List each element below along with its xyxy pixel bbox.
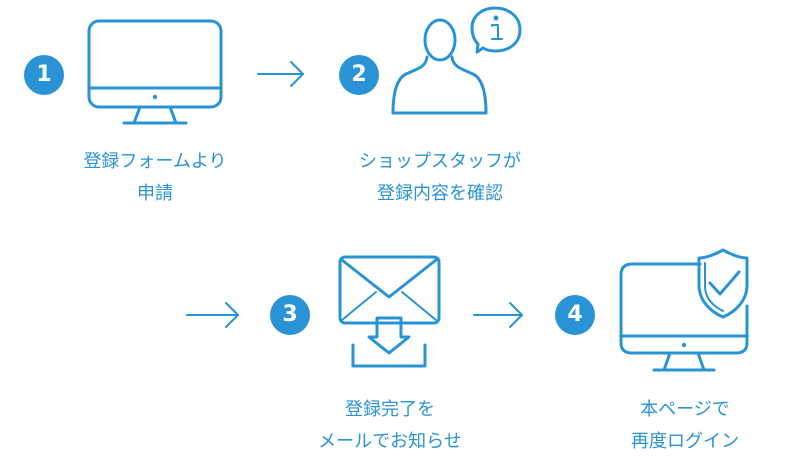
arrow-into-3: [186, 302, 239, 328]
step-1-badge: [24, 55, 64, 95]
step-2-caption-line1: ショップスタッフが: [359, 151, 521, 172]
verified-monitor-icon: [619, 248, 749, 372]
step-1-caption: 登録フォームより 申請: [45, 146, 265, 210]
step-1-caption-line2: 申請: [137, 183, 173, 204]
step-4-number: 4: [567, 302, 583, 327]
step-4-badge: [555, 295, 595, 335]
desktop-monitor-icon: [87, 19, 223, 125]
step-1-caption-line1: 登録フォームより: [83, 151, 227, 172]
step-2-caption: ショップスタッフが 登録内容を確認: [330, 146, 550, 210]
step-3-badge: [270, 295, 310, 335]
step-4-caption-line1: 本ページで: [640, 399, 730, 420]
arrow-1-to-2: [257, 61, 304, 87]
step-4-caption-line2: 再度ログイン: [631, 431, 739, 452]
step-2-number: 2: [351, 62, 367, 87]
step-1-number: 1: [36, 62, 52, 87]
arrow-3-to-4: [473, 302, 523, 328]
step-2-caption-line2: 登録内容を確認: [377, 183, 503, 204]
step-3-caption: 登録完了を メールでお知らせ: [280, 394, 500, 458]
step-4-caption: 本ページで 再度ログイン: [575, 394, 795, 458]
step-3-caption-line2: メールでお知らせ: [318, 431, 462, 452]
step-2-badge: [339, 55, 379, 95]
step-3-caption-line1: 登録完了を: [345, 399, 435, 420]
mail-inbox-icon: [338, 255, 441, 368]
staff-info-icon: [391, 6, 522, 115]
step-3-number: 3: [282, 302, 298, 327]
